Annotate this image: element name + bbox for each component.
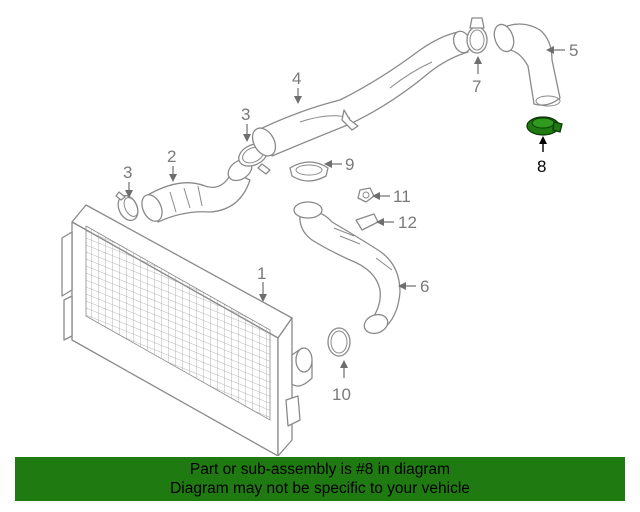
clamp-part-8-highlighted[interactable] (526, 116, 563, 136)
leader-lines (125, 46, 565, 378)
callout-10: 10 (332, 385, 351, 404)
fitting-part-11 (357, 187, 375, 203)
clamp-part-3-lower (115, 191, 139, 222)
callout-1: 1 (257, 264, 266, 283)
callout-11: 11 (393, 187, 411, 206)
clamp-part-10 (327, 327, 351, 357)
info-line-disclaimer: Diagram may not be specific to your vehi… (170, 480, 470, 497)
callout-3-upper: 3 (241, 105, 250, 124)
callout-4: 4 (292, 69, 301, 88)
hose-part-5 (493, 23, 561, 107)
pipe-part-4 (251, 30, 472, 157)
callout-2: 2 (167, 147, 176, 166)
fitting-part-12 (355, 213, 379, 231)
callout-3-lower: 3 (123, 163, 132, 182)
clamp-part-7 (466, 17, 488, 54)
info-line-part-number: Part or sub-assembly is #8 in diagram (189, 461, 451, 478)
callout-7: 7 (472, 77, 481, 96)
info-banner: Part or sub-assembly is #8 in diagram Di… (15, 457, 625, 501)
callout-9: 9 (345, 155, 354, 174)
callout-8-highlighted[interactable]: 8 (537, 157, 546, 176)
clamp-part-9 (289, 161, 329, 182)
intercooler-part-1 (61, 204, 313, 456)
hose-part-6 (293, 201, 401, 335)
callout-6: 6 (420, 277, 429, 296)
callout-12: 12 (398, 213, 417, 232)
parts-diagram: 1 2 3 3 4 5 6 7 8 9 10 11 12 (61, 17, 578, 456)
callout-5: 5 (569, 41, 578, 60)
hose-part-2 (141, 158, 253, 223)
